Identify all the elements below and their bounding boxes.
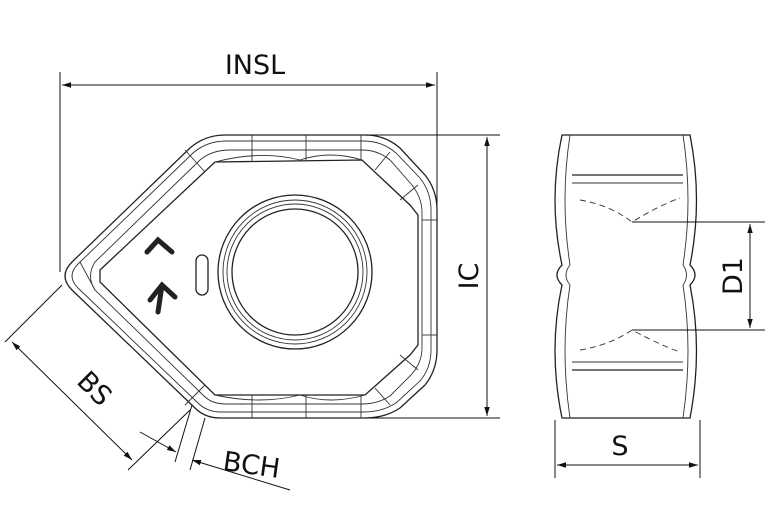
dimension-d1: D1 — [632, 221, 765, 331]
dimension-insl: INSL — [59, 50, 438, 272]
label-bs: BS — [71, 366, 118, 413]
label-insl: INSL — [225, 50, 285, 81]
arrow-mark-icon — [147, 281, 178, 315]
dimension-bs: BS — [4, 284, 191, 471]
dimension-s: S — [554, 420, 701, 478]
label-s: S — [611, 431, 628, 462]
label-ic: IC — [454, 263, 485, 290]
center-hole — [217, 194, 373, 350]
insert-side-view — [554, 134, 698, 419]
dimension-ic: IC — [365, 134, 500, 419]
label-bch: BCH — [221, 446, 282, 485]
slot-mark — [195, 254, 209, 296]
insert-top-view — [64, 134, 438, 419]
chevron-up-icon — [144, 236, 175, 255]
dimension-bch: BCH — [139, 404, 291, 491]
label-d1: D1 — [718, 257, 749, 295]
